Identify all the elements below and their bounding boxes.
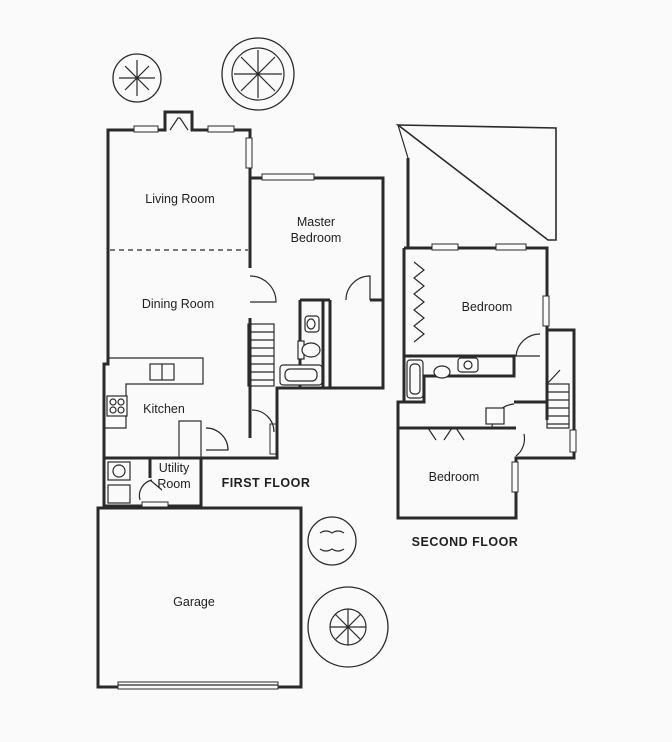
utility-room-label-line2: Room — [157, 477, 190, 491]
bedroom-lower-label: Bedroom — [429, 470, 480, 484]
dryer-icon — [107, 484, 131, 504]
tree-icon — [112, 53, 162, 103]
tree-icon — [221, 37, 295, 111]
stove-icon — [106, 395, 128, 417]
stairs — [248, 331, 274, 381]
bathtub-icon — [406, 359, 424, 399]
living-room-label: Living Room — [145, 192, 214, 206]
toilet-icon — [301, 342, 321, 358]
tree-icon — [307, 586, 389, 668]
tree-icon — [307, 516, 357, 566]
washer-icon — [107, 461, 131, 481]
first-floor-plan — [96, 110, 385, 690]
garage-label: Garage — [173, 595, 215, 609]
sink-icon — [457, 357, 479, 373]
refrigerator-icon — [178, 420, 202, 459]
master-bedroom-label-line1: Master — [297, 215, 335, 229]
master-bedroom-label-line2: Bedroom — [291, 231, 342, 245]
toilet-icon — [433, 365, 451, 379]
dining-room-label: Dining Room — [142, 297, 214, 311]
kitchen-label: Kitchen — [143, 402, 185, 416]
utility-room-label-line1: Utility — [159, 461, 190, 475]
first-floor-title: FIRST FLOOR — [222, 476, 311, 490]
second-floor-plan — [395, 124, 577, 520]
bathtub-icon — [279, 364, 323, 386]
bedroom-upper-label: Bedroom — [462, 300, 513, 314]
laundry-icon — [485, 407, 505, 425]
second-floor-title: SECOND FLOOR — [412, 535, 519, 549]
